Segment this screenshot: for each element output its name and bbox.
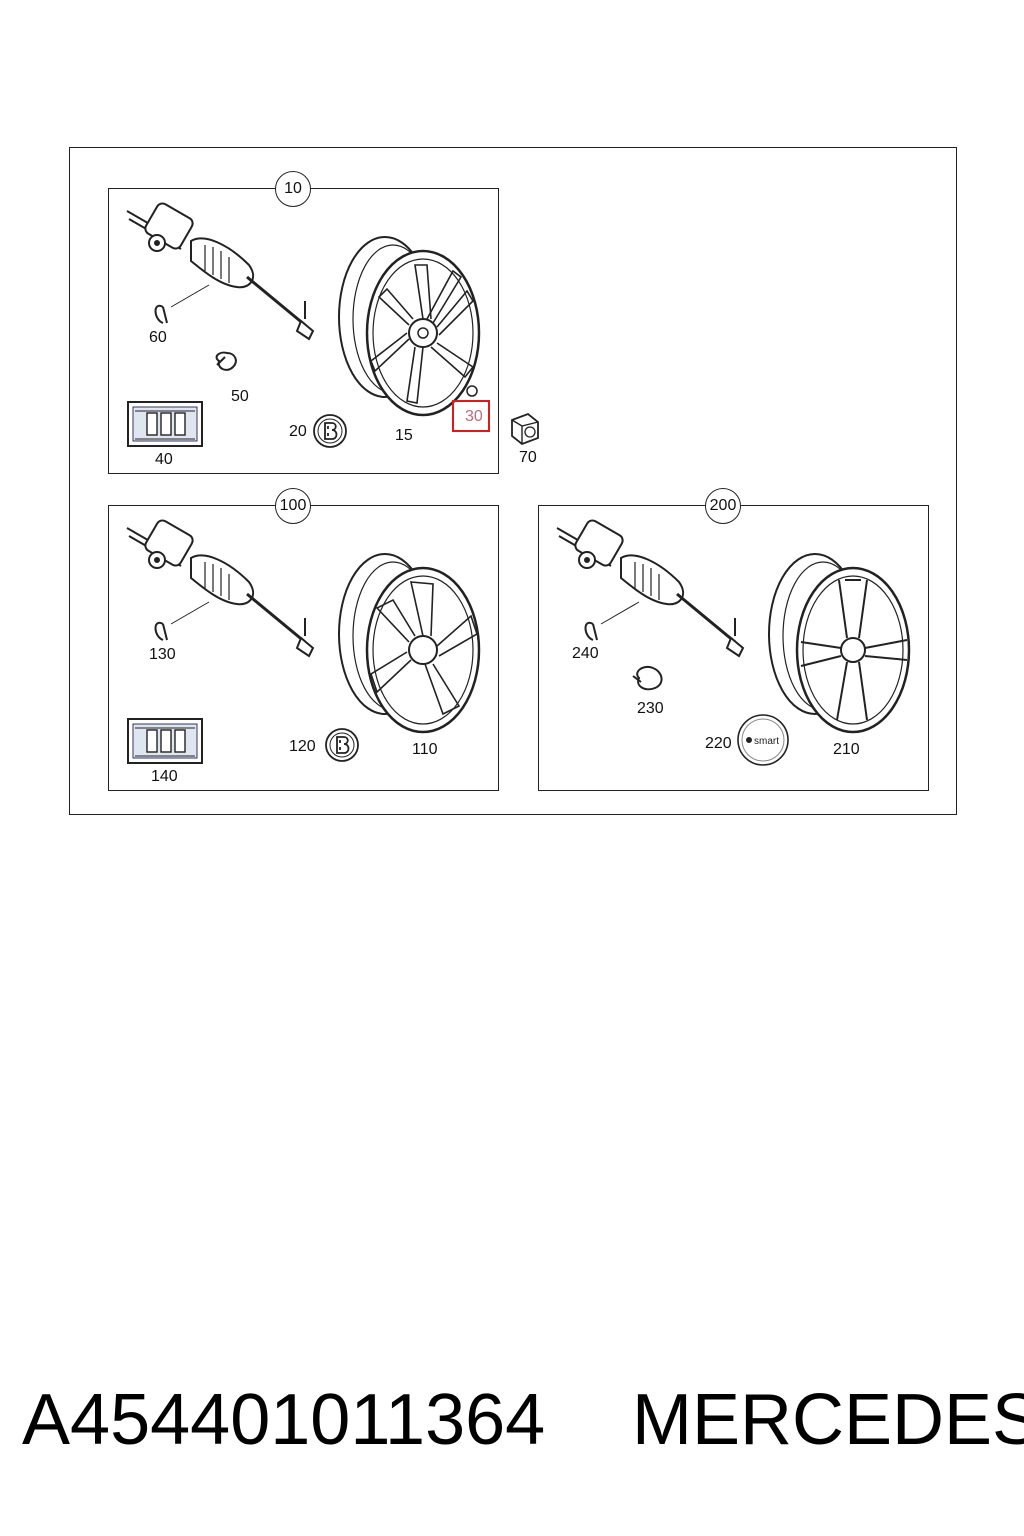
panel-200: smart 200 240 230 220 210 [538,488,929,791]
part-label-40: 40 [155,451,173,468]
callout-bubble-100: 100 [275,488,311,524]
part-label-50: 50 [231,388,249,405]
valve-cap-70-icon [511,412,539,446]
wheel-210-illustration [768,553,911,734]
panel-10: 10 60 50 40 20 15 30 [108,171,499,474]
part-label-220: 220 [705,735,732,752]
part-label-140: 140 [151,768,178,785]
part-label-110: 110 [412,741,438,758]
part-label-70: 70 [519,449,537,466]
wheel-110-illustration [338,553,481,734]
steering-rack-illustration-100 [126,519,315,658]
part-label-130: 130 [149,646,176,663]
brabus-emblem-120 [325,728,359,762]
brabus-emblem-20 [313,414,347,448]
diagram-frame: 10 60 50 40 20 15 30 70 [69,147,957,815]
part-label-230: 230 [637,700,664,717]
card-icon [127,401,203,447]
part-label-120: 120 [289,738,316,755]
part-label-240: 240 [572,645,599,662]
part-label-30: 30 [465,408,483,425]
callout-bubble-200: 200 [705,488,741,524]
brand-name: MERCEDES [632,1380,1024,1460]
smart-emblem-220: smart [737,714,789,766]
part-label-60: 60 [149,329,167,346]
part-label-15: 15 [395,427,413,444]
card-icon-140 [127,718,203,764]
steering-rack-illustration [126,202,315,371]
smart-emblem-text: smart [754,736,779,747]
wheel-15-illustration [338,236,481,417]
panel-100: 100 130 140 120 110 [108,488,499,791]
part-number: A454401011364 [22,1380,546,1460]
part-label-20: 20 [289,423,307,440]
part-label-210: 210 [833,741,860,758]
steering-rack-illustration-200 [556,519,745,691]
highlighted-part-30[interactable]: 30 [452,400,490,432]
callout-bubble-10: 10 [275,171,311,207]
